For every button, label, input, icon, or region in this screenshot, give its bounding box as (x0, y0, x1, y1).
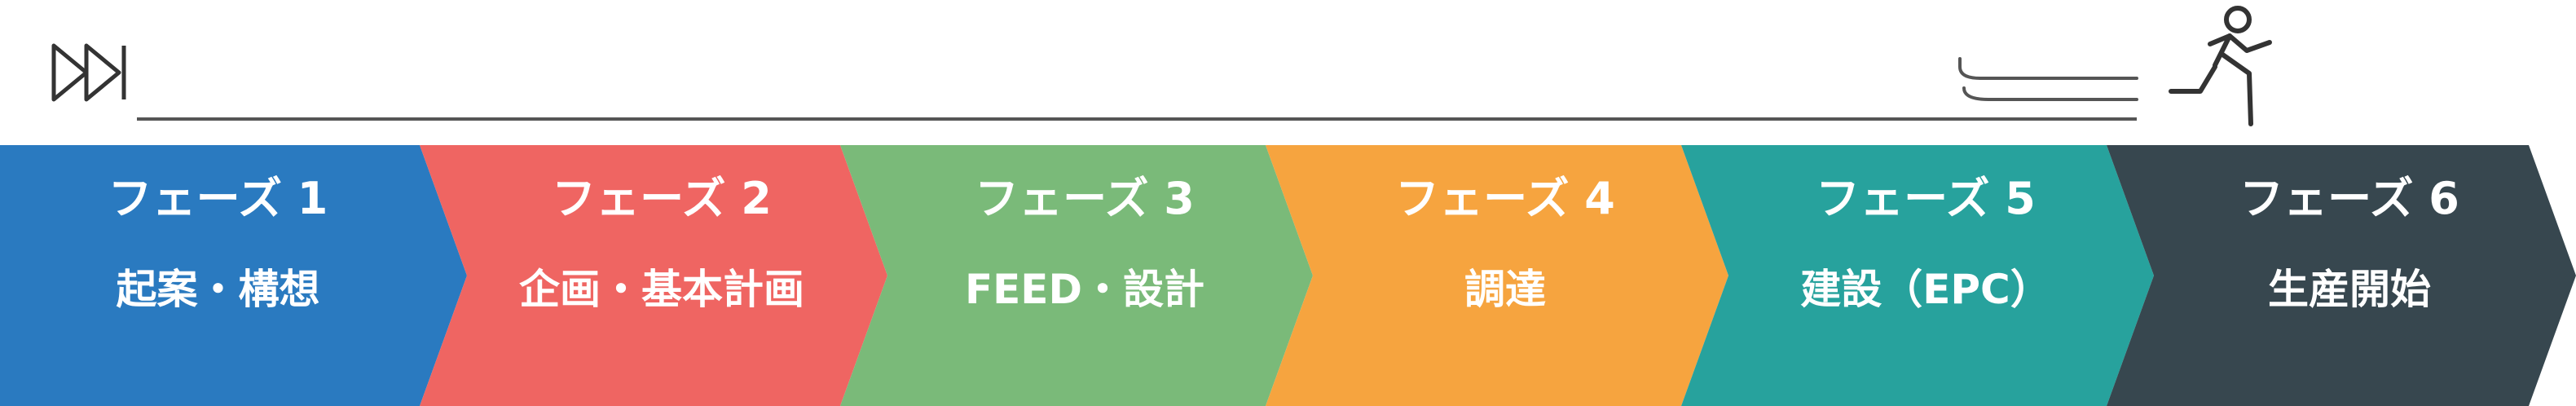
phase-chevron-5 (1681, 145, 2154, 406)
phase-chevron-4 (1266, 145, 1728, 406)
phase-name-label-4: 調達 (1464, 266, 1546, 313)
phase-number-label-2: フェーズ 2 (552, 173, 772, 224)
phase-number-label-3: フェーズ 3 (975, 173, 1195, 224)
phase-name-label-1: 起案・構想 (117, 266, 320, 313)
phase-number-label-5: フェーズ 5 (1816, 173, 2036, 224)
running-person-icon (2169, 6, 2272, 126)
phase-number-label-1: フェーズ 1 (108, 173, 328, 224)
phase-name-label-2: 企画・基本計画 (519, 266, 804, 313)
phase-number-label-4: フェーズ 4 (1395, 173, 1615, 224)
motion-lines (1958, 57, 2138, 101)
phase-chevron-6 (2107, 145, 2576, 406)
phase-name-label-5: 建設（EPC） (1800, 266, 2051, 313)
phase-name-label-3: FEED・設計 (965, 266, 1204, 313)
fast-forward-icon (51, 43, 126, 102)
phase-chevron-3 (840, 145, 1313, 406)
phase-name-label-6: 生産開始 (2268, 266, 2431, 313)
phase-chevrons: フェーズ 1 起案・構想 フェーズ 2 企画・基本計画 フェーズ 3 FEED・設計 フェー… (0, 145, 2576, 406)
phase-number-label-6: フェーズ 6 (2239, 173, 2459, 224)
phase-chevron-2 (420, 145, 887, 406)
phase-chevron-1 (0, 145, 467, 406)
